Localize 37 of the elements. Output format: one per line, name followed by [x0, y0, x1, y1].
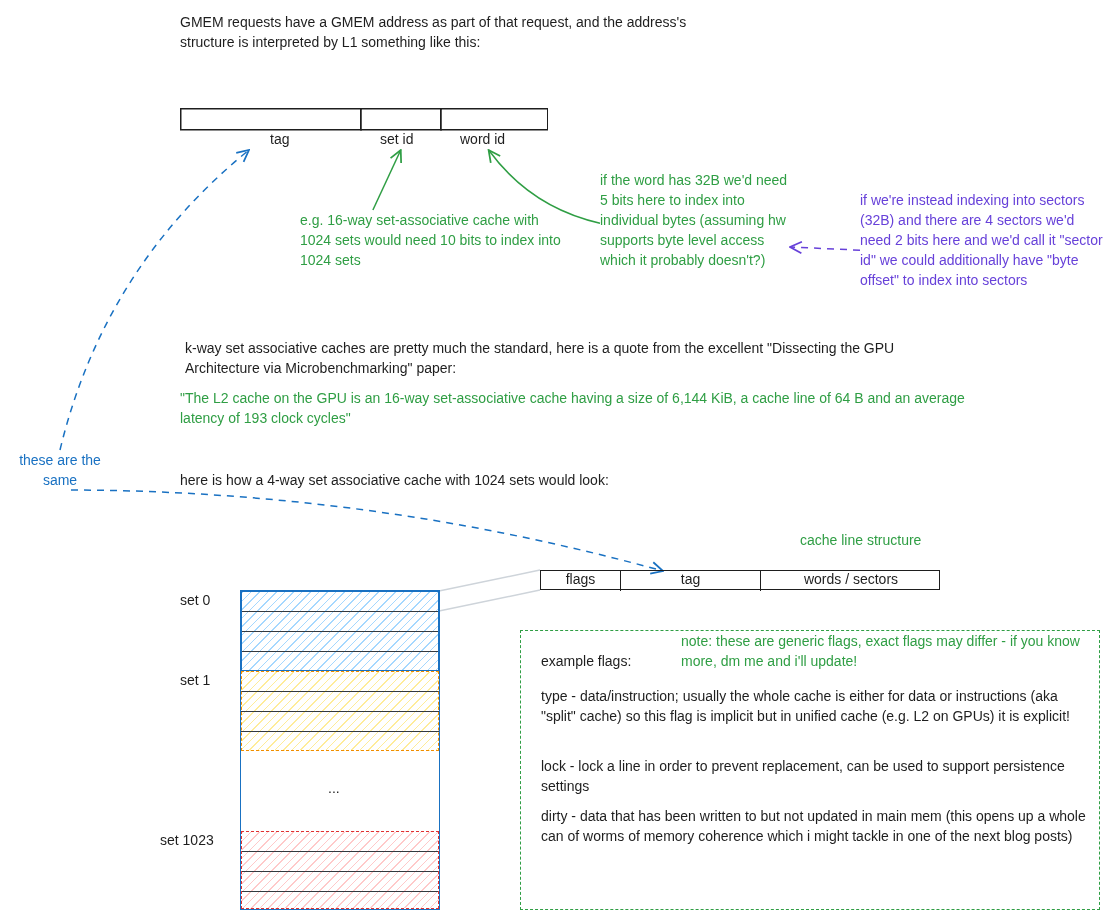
arrow: [372, 149, 402, 211]
note-text: note: these are generic flags, exact flags may differ - if you know more, dm me and i'll update!: [681, 632, 1081, 671]
cache-box: [240, 590, 440, 910]
arrow: [789, 240, 861, 255]
address-segment: [180, 108, 362, 150]
arrow: [70, 489, 664, 575]
flags-panel: [520, 630, 1100, 910]
cache-set: [241, 591, 439, 671]
connector-line: [438, 589, 541, 612]
annotation-text: if the word has 32B we'd need 5 bits here to index into individual bytes (assuming hw supports byte level access which it probably doesn't?): [600, 170, 790, 310]
annotation-text: e.g. 16-way set-associative cache with 1024 sets would need 10 bits to index into 1024 sets: [300, 210, 570, 290]
cache-line-field: flags: [541, 571, 621, 591]
set-label: set 1023: [160, 831, 214, 850]
set-label: set 1: [180, 671, 211, 690]
segment-label: set id: [380, 130, 414, 149]
cache-set: [241, 671, 439, 751]
body-text: here is how a 4-way set associative cache with 1024 sets would look:: [180, 471, 610, 490]
ellipsis-text: ...: [328, 779, 341, 798]
set-label: set 0: [180, 591, 211, 610]
segment-label: word id: [460, 130, 506, 149]
flag-description: type - data/instruction; usually the whole cache is either for data or instructions (aka "split" cache) so this flag is implicit but in unified cache (e.g. L2 on GPUs) it is explicit!: [541, 687, 1071, 726]
arrow: [487, 149, 601, 224]
cache-line-field: words / sectors: [761, 571, 941, 591]
intro-text: GMEM requests have a GMEM address as part of that request, and the address's structure is interpreted by L1 something like this:: [180, 13, 688, 52]
body-text: k-way set associative caches are pretty much the standard, here is a quote from the excellent "Dissecting the GPU Architecture via Microbenchmarking" paper:: [185, 339, 896, 378]
flag-description: dirty - data that has been written to but not updated in main mem (this opens up a whole can of worms of memory coherence which i might tackle in one of the next blog posts): [541, 807, 1087, 846]
annotation-text: these are the same: [5, 450, 115, 490]
section-heading: cache line structure: [800, 531, 923, 550]
segment-label: tag: [270, 130, 290, 149]
quote-text: "The L2 cache on the GPU is an 16-way set-associative cache having a size of 6,144 KiB, a cache line of 64 B and an average latency of 193 clock cycles": [180, 389, 966, 428]
arrow: [59, 149, 250, 451]
connector-line: [438, 569, 541, 592]
cache-line-field: tag: [621, 571, 761, 591]
flag-description: lock - lock a line in order to prevent replacement, can be used to support persistence settings: [541, 757, 1066, 796]
cache-set: [241, 831, 439, 909]
annotation-text: if we're instead indexing into sectors (32B) and there are 4 sectors we'd need 2 bits here and we'd call it "sector id" we could additionally have "byte offset" to index into sectors: [860, 190, 1105, 330]
panel-heading: example flags:: [541, 652, 633, 671]
